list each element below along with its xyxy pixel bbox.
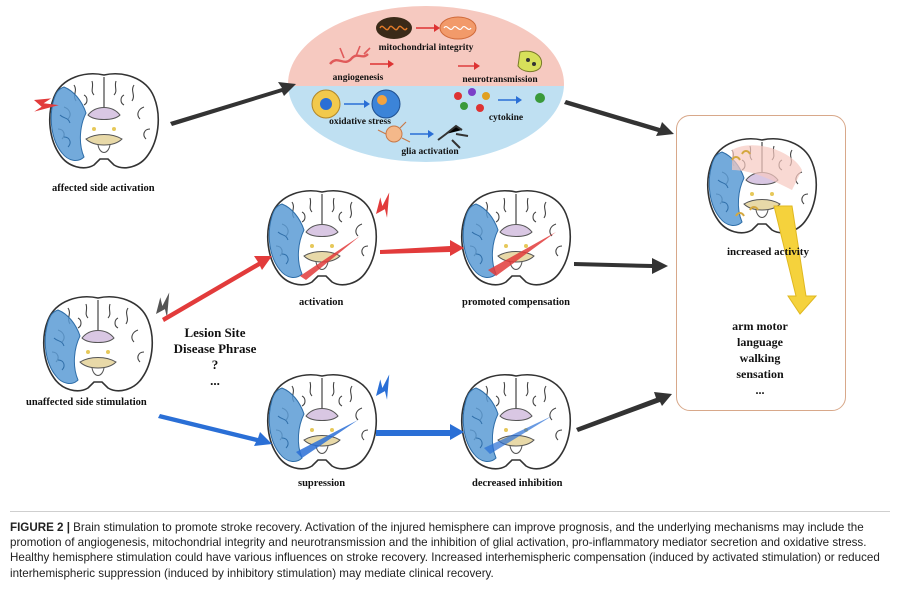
label-unaffected-side-stimulation: unaffected side stimulation: [26, 397, 147, 408]
brain-supression: [266, 374, 378, 470]
brain-activation: [266, 190, 378, 286]
cytokine-icon: [454, 88, 545, 112]
inhibition-blue-beam: [484, 416, 552, 454]
mechanism-label: glia activation: [401, 147, 459, 157]
mechanism-ellipse: [288, 6, 564, 162]
outcome-item: language: [736, 335, 783, 349]
label-increased-activity: increased activity: [727, 246, 809, 258]
mechanism-label: angiogenesis: [333, 73, 384, 83]
bolt-blue-icon: [369, 372, 401, 404]
outcome-item: ...: [755, 383, 765, 397]
bolt-red-icon: [369, 190, 401, 222]
outcome-list: arm motor language walking sensation ...: [676, 318, 844, 398]
brain-unaffected: [42, 296, 154, 392]
brain-decreased-inhibition: [460, 374, 572, 470]
label-decreased-inhibition: decreased inhibition: [472, 478, 563, 489]
compensation-red-beam: [488, 232, 556, 276]
label-affected-side-activation: affected side activation: [52, 183, 155, 194]
brain-affected: [48, 73, 160, 169]
center-line: Disease Phrase: [173, 341, 257, 356]
center-line: Lesion Site: [184, 325, 246, 340]
mechanism-label: neurotransmission: [462, 75, 538, 85]
mechanism-label: oxidative stress: [329, 117, 391, 127]
stroke-recovery-diagram: mitochondrial integrity angiogenesis neu…: [29, 6, 818, 470]
arrows: [158, 82, 674, 446]
mechanism-label: mitochondrial integrity: [379, 43, 474, 53]
figure-caption: FIGURE 2 | Brain stimulation to promote …: [10, 511, 890, 581]
brain-promoted-compensation: [460, 190, 572, 286]
brain-increased-activity: [706, 138, 818, 234]
label-promoted-compensation: promoted compensation: [462, 297, 571, 308]
label-activation: activation: [299, 297, 344, 308]
caption-figure-number: FIGURE 2 |: [10, 521, 70, 534]
center-line: ...: [210, 373, 220, 388]
mechanism-label: cytokine: [489, 113, 523, 123]
yellow-pathway: [773, 205, 818, 315]
glia-icon: [377, 121, 469, 149]
outcomes-box: [676, 115, 846, 411]
cell-icon: [311, 89, 401, 119]
label-supression: supression: [298, 478, 346, 489]
supression-blue-beam: [296, 420, 358, 458]
angiogenesis-icon: [329, 45, 394, 68]
caption-text: Brain stimulation to promote stroke reco…: [10, 521, 880, 580]
center-text: Lesion Site Disease Phrase ? ...: [160, 325, 270, 389]
synapse-icon: [458, 50, 542, 73]
mitochondria-icon: [376, 16, 477, 40]
center-line: ?: [211, 357, 219, 372]
outcome-item: walking: [739, 351, 781, 365]
outcome-item: arm motor: [732, 319, 788, 333]
outcome-item: sensation: [736, 367, 784, 381]
activation-red-beam: [300, 236, 360, 280]
